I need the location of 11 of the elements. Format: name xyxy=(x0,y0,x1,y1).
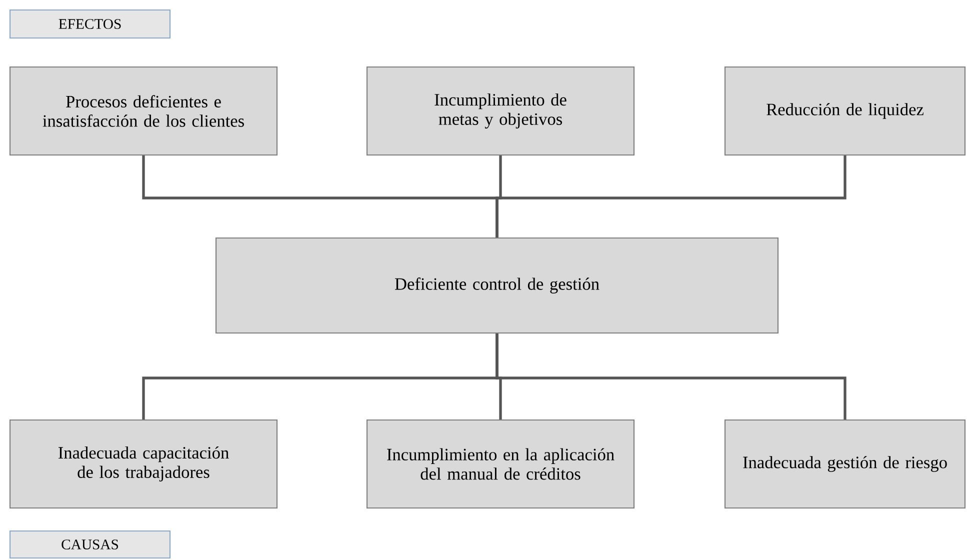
connector-line xyxy=(496,156,846,238)
section-label: EFECTOS xyxy=(9,9,171,39)
problem-box: Inadecuada gestión de riesgo xyxy=(724,419,966,509)
problem-box: Procesos deficientes e insatisfacción de los clientes xyxy=(9,66,278,156)
problem-box: Incumplimiento en la aplicación del manual de créditos xyxy=(366,419,635,509)
problem-box: Inadecuada capacitación de los trabajadores xyxy=(9,419,278,509)
connector-line xyxy=(496,334,846,420)
section-label: CAUSAS xyxy=(9,530,171,559)
problem-box: Deficiente control de gestión xyxy=(215,237,779,334)
problem-box: Reducción de liquidez xyxy=(724,66,966,156)
problem-box: Incumplimiento de metas y objetivos xyxy=(366,66,635,156)
